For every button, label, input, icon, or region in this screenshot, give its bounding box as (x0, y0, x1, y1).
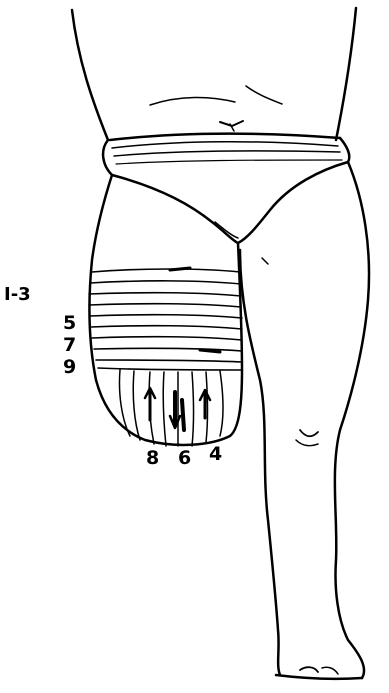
label-wraps-1-3: I-3 (4, 286, 31, 304)
residual-limb (89, 175, 242, 445)
right-leg (240, 162, 369, 679)
label-strand-6: 6 (178, 449, 191, 468)
bandage-wraps (89, 268, 242, 370)
label-wrap-9: 9 (63, 358, 76, 377)
torso (72, 8, 356, 140)
label-wrap-5: 5 (63, 314, 76, 333)
label-strand-4: 4 (209, 445, 222, 464)
briefs (103, 134, 349, 243)
label-strand-8: 8 (146, 449, 159, 468)
label-wrap-7: 7 (63, 336, 76, 355)
